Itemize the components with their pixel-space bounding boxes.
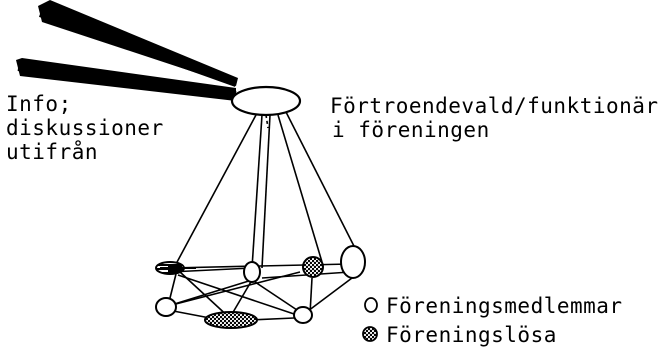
member-nodes <box>156 246 365 323</box>
member-node <box>341 246 365 278</box>
info-line-1: Info; <box>6 92 164 116</box>
member-node <box>244 262 260 282</box>
non-member-node <box>205 312 257 328</box>
legend-non-members-label: Föreningslösa <box>386 323 557 347</box>
info-label: Info; diskussioner utifrån <box>6 92 164 164</box>
info-line-3: utifrån <box>6 140 164 164</box>
officer-label: Förtroendevald/funktionär i föreningen <box>330 94 659 142</box>
officer-line-2: i föreningen <box>330 118 659 142</box>
member-node <box>156 298 176 316</box>
member-node <box>294 307 312 323</box>
info-line-2: diskussioner <box>6 116 164 140</box>
officer-line-1: Förtroendevald/funktionär <box>330 94 659 118</box>
legend-members-label: Föreningsmedlemmar <box>386 294 623 318</box>
non-member-legend-icon <box>363 327 377 341</box>
member-legend-icon <box>365 298 377 312</box>
officer-node <box>232 87 300 115</box>
non-member-node <box>303 257 323 277</box>
